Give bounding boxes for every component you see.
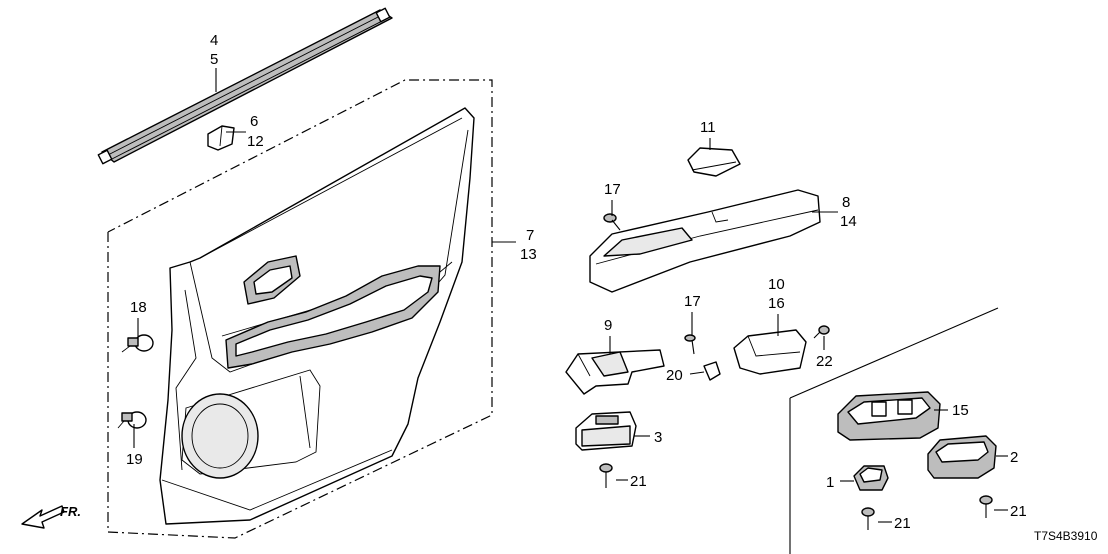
screw-17b <box>684 334 696 355</box>
callout-18: 18 <box>130 299 147 316</box>
callout-21c: 21 <box>1010 503 1027 520</box>
callout-9: 9 <box>604 317 612 334</box>
screw-21a <box>599 463 613 488</box>
callout-12: 12 <box>247 133 264 150</box>
callout-20: 20 <box>666 367 683 384</box>
callout-11: 11 <box>700 119 716 136</box>
clip-part-20 <box>703 361 721 381</box>
callout-17a: 17 <box>604 181 621 198</box>
front-direction-indicator: FR. <box>21 504 81 529</box>
callout-14: 14 <box>840 213 857 230</box>
door-lining-frame <box>107 79 493 539</box>
callout-7: 7 <box>526 227 534 244</box>
cap-part-6 <box>207 125 235 151</box>
front-arrow-icon <box>21 505 65 529</box>
callout-17b: 17 <box>684 293 701 310</box>
switch-part-2 <box>927 435 997 479</box>
clip-19 <box>117 411 147 429</box>
leader-lines <box>133 68 1008 523</box>
weatherstrip <box>97 7 393 165</box>
callout-labels: 4 5 6 12 7 13 18 19 11 17 8 14 9 17 10 1… <box>126 32 1027 532</box>
callout-13: 13 <box>520 246 537 263</box>
callout-10: 10 <box>768 276 785 293</box>
armrest-part-8 <box>589 189 821 293</box>
screw-17a <box>603 213 621 231</box>
clip-18 <box>121 334 154 353</box>
callout-8: 8 <box>842 194 850 211</box>
callout-22: 22 <box>816 353 833 370</box>
callout-21b: 21 <box>894 515 911 532</box>
callout-5: 5 <box>210 51 218 68</box>
bracket-part-9 <box>565 349 665 395</box>
bracket-part-10 <box>733 329 807 375</box>
screw-21b <box>861 507 875 530</box>
callout-6: 6 <box>250 113 258 130</box>
callout-2: 2 <box>1010 449 1018 466</box>
callout-21a: 21 <box>630 473 647 490</box>
lid-part-11 <box>687 147 741 177</box>
front-label: FR. <box>60 504 81 519</box>
callout-1: 1 <box>826 474 834 491</box>
callout-4: 4 <box>210 32 218 49</box>
callout-3: 3 <box>654 429 662 446</box>
switch-part-1 <box>853 465 889 491</box>
callout-19: 19 <box>126 451 143 468</box>
screw-21c <box>979 495 993 518</box>
switch-assembly-frame <box>789 307 999 554</box>
screw-22 <box>813 325 830 339</box>
callout-16: 16 <box>768 295 785 312</box>
callout-15: 15 <box>952 402 969 419</box>
switch-part-3 <box>575 411 637 451</box>
door-lining-panel <box>159 107 475 525</box>
diagram-code: T7S4B3910 <box>1034 529 1098 543</box>
master-switch-part-15 <box>837 391 941 441</box>
